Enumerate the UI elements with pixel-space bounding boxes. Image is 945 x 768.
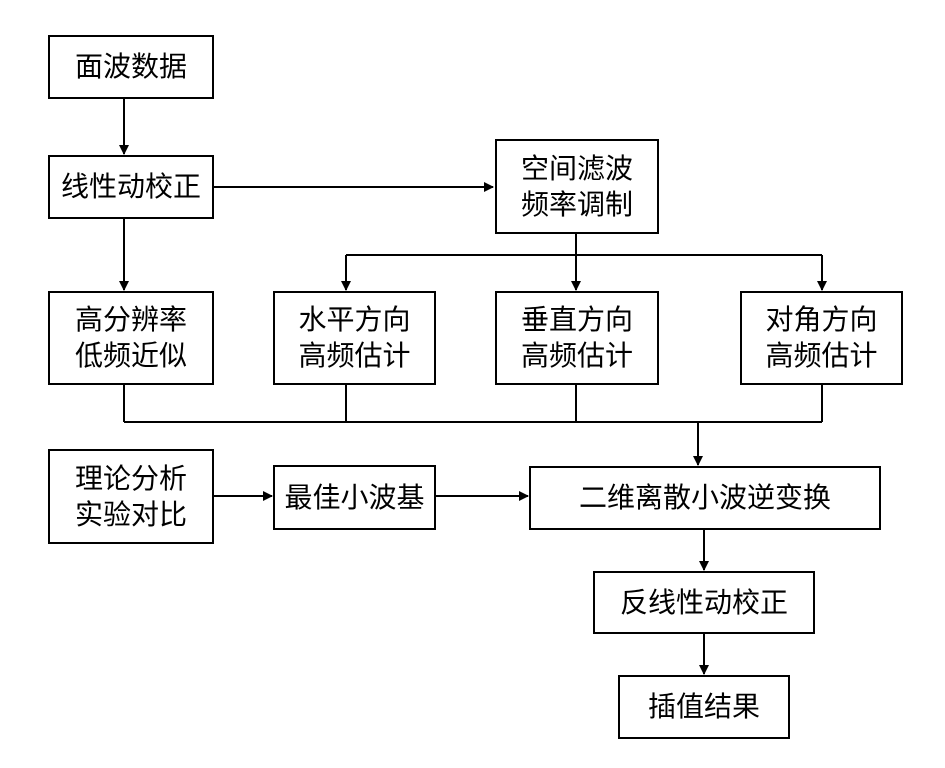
- node-best-wavelet-basis: 最佳小波基: [273, 465, 436, 530]
- node-label-line-1: 空间滤波: [520, 151, 633, 185]
- node-diagonal-estimate: 对角方向 高频估计: [740, 291, 903, 385]
- node-label: 二维离散小波逆变换: [578, 481, 831, 514]
- node-label: 最佳小波基: [284, 480, 425, 514]
- node-label: 面波数据: [74, 50, 187, 83]
- node-interpolation-result: 插值结果: [618, 675, 790, 739]
- node-vertical-estimate: 垂直方向 高频估计: [495, 291, 659, 385]
- node-horizontal-estimate: 水平方向 高频估计: [273, 291, 436, 385]
- node-spatial-filter-modulation: 空间滤波 频率调制: [495, 139, 659, 234]
- node-label-line-2: 高频估计: [520, 339, 633, 372]
- node-label-line-2: 高频估计: [298, 339, 411, 372]
- node-label-line-1: 垂直方向: [520, 303, 633, 336]
- node-label-line-1: 高分辨率: [74, 303, 187, 336]
- node-label-line-1: 水平方向: [298, 303, 411, 336]
- node-label-line-2: 低频近似: [74, 339, 187, 372]
- node-label: 插值结果: [647, 690, 760, 723]
- node-label-line-2: 实验对比: [74, 497, 187, 531]
- node-inverse-2d-dwt: 二维离散小波逆变换: [529, 466, 881, 530]
- node-label-line-1: 对角方向: [765, 303, 878, 336]
- node-inverse-linear-nmo: 反线性动校正: [593, 571, 815, 634]
- node-label: 反线性动校正: [619, 585, 788, 619]
- node-label-line-2: 频率调制: [520, 187, 633, 221]
- node-low-freq-approx: 高分辨率 低频近似: [48, 291, 214, 385]
- node-label-line-1: 理论分析: [74, 461, 187, 495]
- node-label: 线性动校正: [60, 170, 201, 203]
- node-theory-experiment: 理论分析 实验对比: [48, 449, 214, 544]
- node-surface-wave-data: 面波数据: [48, 35, 214, 99]
- node-label-line-2: 高频估计: [765, 339, 878, 372]
- node-linear-nmo: 线性动校正: [48, 155, 214, 219]
